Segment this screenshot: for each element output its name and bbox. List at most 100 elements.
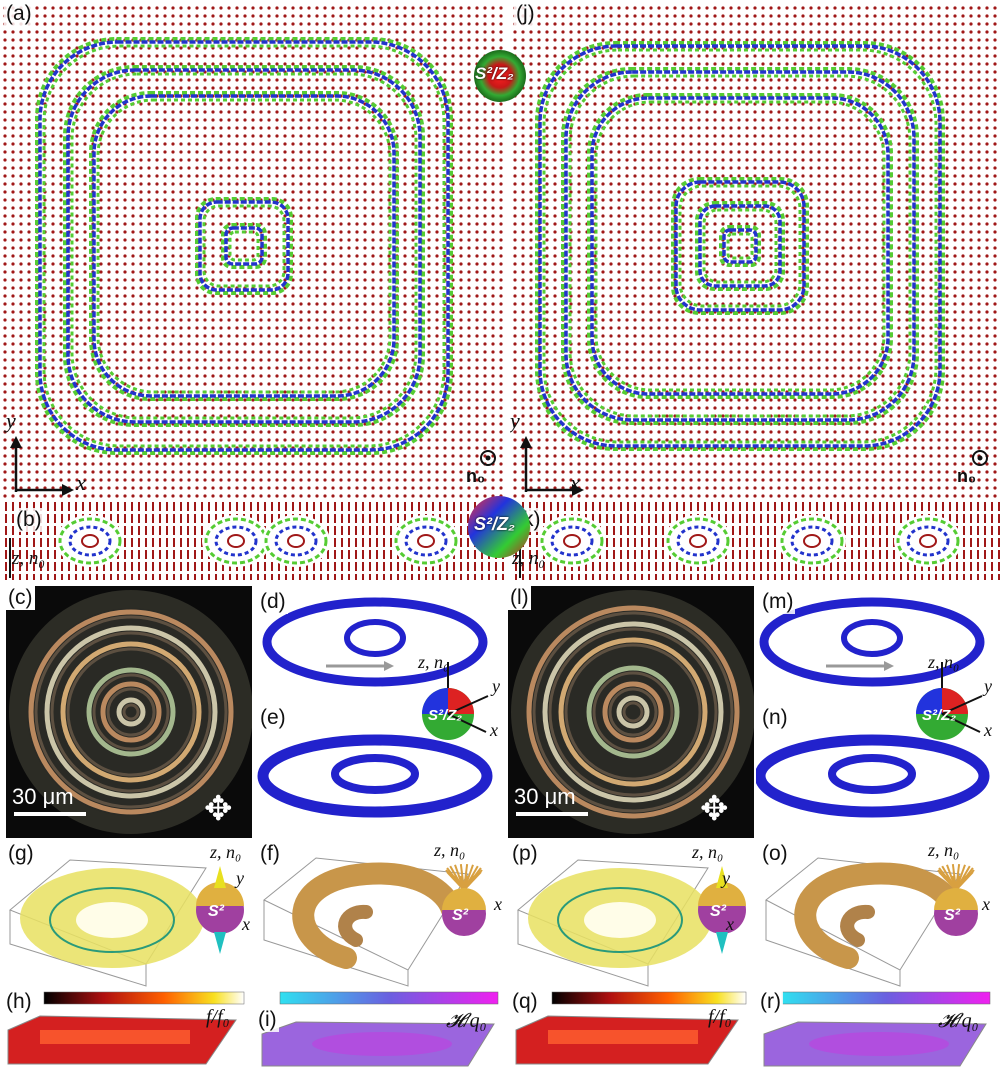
gold-tube [794,862,965,969]
torus-line [49,887,175,953]
polarizer-cross-icon-l: ✥ [700,790,729,828]
panel-label-r: (r) [758,990,783,1014]
torus-hole [76,902,148,938]
pom-ring-dark [548,627,718,797]
torus-isosurface-p: S² [517,859,746,987]
slice-blue [790,525,834,557]
pom-ring-dark [122,703,140,721]
soliton-slice [664,515,732,567]
slab-outline [763,1021,987,1067]
sphere-blue-cap [422,688,448,714]
axis-x-arrowhead [572,484,584,496]
scale-bar-label-c: 30 μm [12,784,74,809]
ring-green [568,74,912,418]
box-side [9,910,147,987]
sphere-label-middle: S²/Z₂ [474,514,515,534]
energy-slab-highlight [40,1030,190,1044]
ring-blue [92,94,396,398]
panel-p-torus: S² (p) z, n₀ y x [508,840,758,990]
panel-c-micrograph: (c) 30 μm ✥ [6,586,252,838]
axis-y-arrow [941,695,983,715]
ring-blue [38,40,450,452]
panel-label-f: (f) [258,842,282,866]
slice-blue [906,525,950,557]
sphere-spike [459,863,465,891]
pom-ring-dark [592,671,674,753]
pom-ring [586,665,680,759]
gold-tube-inner [840,904,875,947]
pom-disk [27,608,235,816]
pom-ring [116,697,146,727]
ring-green [594,100,886,392]
ring-green [42,44,446,448]
ring-blue [722,228,758,264]
outer-tube-lower [257,734,493,818]
ring-blue [538,44,942,448]
pom-ring [602,681,664,743]
axis-z-n0-b: z, n₀ [12,548,45,569]
sphere-red-cap [448,688,474,714]
torus-line [557,887,683,953]
inner-tube-lower [828,754,916,794]
pom-image-l [511,590,754,834]
helicity-slab-highlight [809,1032,949,1056]
pom-ring [616,695,650,729]
panel-label-j: (j) [514,2,537,26]
gold-tube [292,862,463,969]
tube-isosurface-o: S² [765,857,978,987]
slice-core [227,534,245,548]
helicity-slab-i [261,991,499,1067]
inner-tube-lower [331,754,419,794]
panel-label-i: (i) [256,1008,279,1032]
torus-isosurface-g: S² [9,859,244,987]
sphere-blue-cap [916,688,942,714]
panel-label-d: (d) [258,590,288,614]
panel-label-b: (b) [14,508,44,532]
axis-x-f: x [494,894,502,914]
pom-ring-dark [106,687,156,737]
energy-density-slab-h [7,991,245,1065]
sphere-bottom-cone [214,932,226,954]
axis-z-n0-p: z, n₀ [692,842,724,862]
pom-ring [542,621,724,803]
ring-green [70,72,418,420]
axis-y-m: y [984,676,992,696]
ring-blue [674,180,806,312]
slab-outline [515,1015,739,1065]
pom-ring-dark [608,687,658,737]
slice-green [540,517,604,565]
pom-ring-dark [92,673,170,751]
ring-green [719,225,761,267]
sphere-spike [463,867,482,891]
axis-x-arrow [447,713,487,733]
n0-dot-icon [485,455,491,461]
pom-ring [28,609,234,815]
ring-green [228,230,260,262]
ring-green [221,223,267,269]
soliton-slice [894,515,962,567]
sphere-label: S² [452,907,469,924]
polarizer-cross-icon-c: ✥ [204,790,233,828]
slice-green [666,517,730,565]
energy-colorbar [43,991,245,1005]
axis-y-arrowhead [520,436,532,448]
panel-mn-tubes: S²/Z₂ (m) (n) z, n₀ y x [756,586,1000,840]
axis-y-j: y [510,408,520,433]
panel-label-n: (n) [760,706,790,730]
pom-ring [44,625,218,799]
axis-z-n0-k: z, n₀ [512,548,545,569]
panel-label-m: (m) [760,590,796,614]
axis-x-d: x [490,720,498,740]
slice-core [919,534,937,548]
inner-tube-upper [841,619,903,657]
outer-tube-lower [756,734,990,818]
outer-tube-upper [262,597,488,687]
colorbar-label-i: 𝓗/q₀ [446,1010,487,1032]
slice-green [264,517,328,565]
soliton-slice [262,515,330,567]
axis-y-arrowhead [10,436,22,448]
slice-blue [214,525,258,557]
box-top [765,857,961,971]
panel-label-h: (h) [4,990,34,1014]
isosurface-tubes-mn: S²/Z₂ [756,597,990,818]
